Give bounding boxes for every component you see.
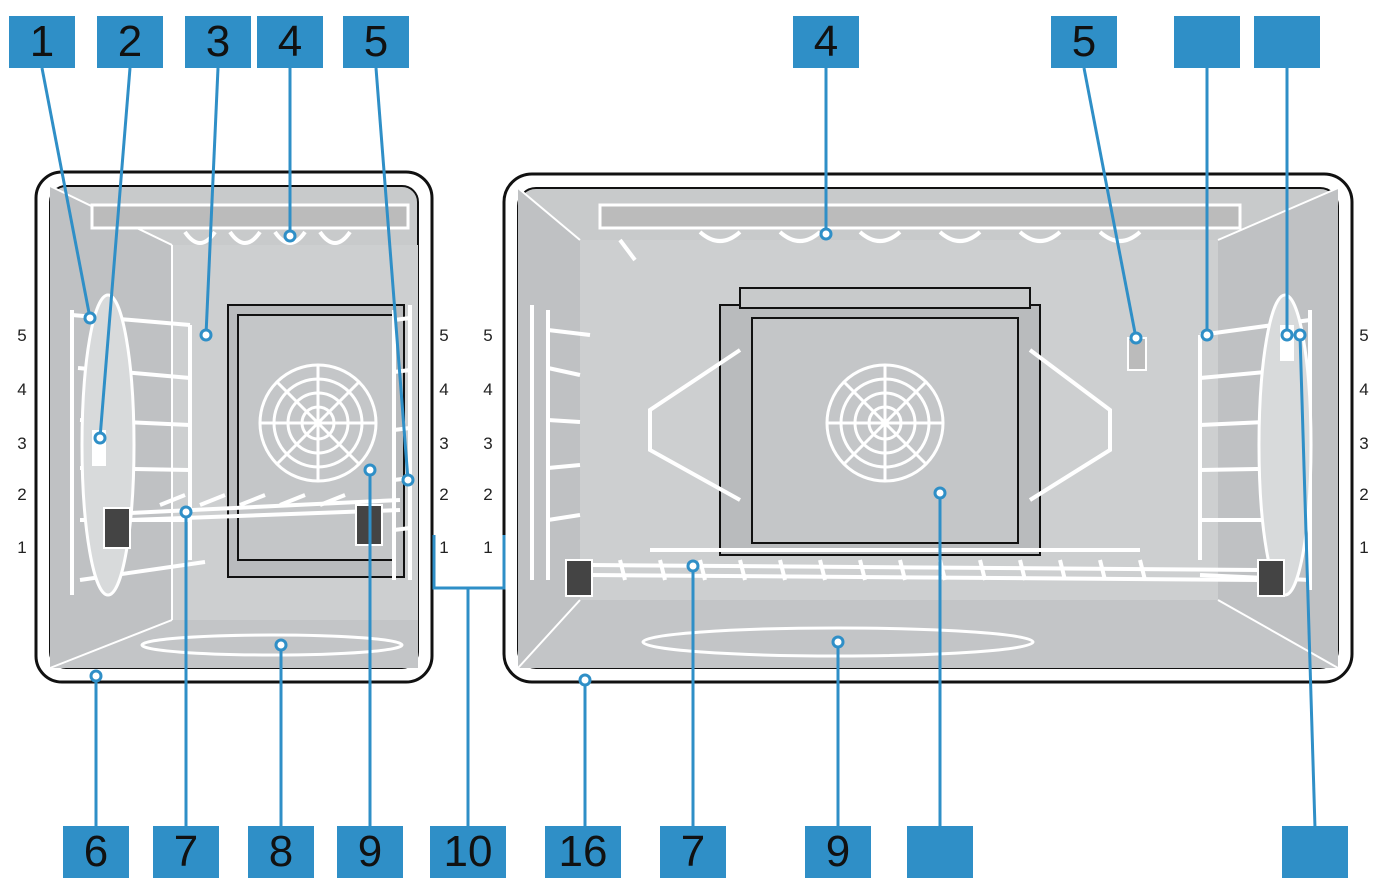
level-label-right-2: 2 xyxy=(1359,485,1369,504)
left-fan-grille xyxy=(258,363,378,483)
left-oven-cavity xyxy=(34,170,434,684)
callout-badge-bottom-10: 10 xyxy=(430,826,506,878)
level-label-mid-a-1: 1 xyxy=(439,538,449,557)
right-left-shelf-supports xyxy=(530,305,591,580)
callout-badge-top-2: 2 xyxy=(97,16,163,68)
level-label-mid-b-2: 2 xyxy=(483,485,493,504)
callout-badge-bottom-7: 7 xyxy=(153,826,219,878)
callout-badge-top-4: 4 xyxy=(257,16,323,68)
callout-badge-bottom-16: 16 xyxy=(545,826,621,878)
level-label-left-3: 3 xyxy=(17,434,27,453)
level-label-left-1: 1 xyxy=(17,538,27,557)
callout-badge-bottom-blank-1 xyxy=(907,826,973,878)
callout-badge-bottom-8: 8 xyxy=(248,826,314,878)
level-label-left-5: 5 xyxy=(17,326,27,345)
level-label-mid-a-4: 4 xyxy=(439,380,449,399)
level-label-mid-a-3: 3 xyxy=(439,434,449,453)
right-wire-shelf xyxy=(589,548,1261,582)
callout-badge-bottom-6: 6 xyxy=(63,826,129,878)
callout-badge-bottom-9: 9 xyxy=(337,826,403,878)
level-label-mid-a-5: 5 xyxy=(439,326,449,345)
callout-badge-top-1: 1 xyxy=(9,16,75,68)
left-bottom-heater xyxy=(140,633,404,657)
level-label-mid-b-5: 5 xyxy=(483,326,493,345)
callout-badge-bottom-9b: 9 xyxy=(805,826,871,878)
level-label-right-3: 3 xyxy=(1359,434,1369,453)
callout-badge-top-5: 5 xyxy=(343,16,409,68)
leader-lines xyxy=(40,67,1317,829)
callout-badge-bottom-blank-2 xyxy=(1282,826,1348,878)
right-fan-grille xyxy=(825,363,945,483)
left-top-heating-element xyxy=(90,203,410,230)
level-label-right-1: 1 xyxy=(1359,538,1369,557)
callout-badge-top-3: 3 xyxy=(185,16,251,68)
level-label-mid-b-1: 1 xyxy=(483,538,493,557)
level-label-mid-a-2: 2 xyxy=(439,485,449,504)
callout-badge-top-4b: 4 xyxy=(793,16,859,68)
level-label-left-2: 2 xyxy=(17,485,27,504)
level-label-right-5: 5 xyxy=(1359,326,1369,345)
callout-badge-top-5b: 5 xyxy=(1051,16,1117,68)
level-label-left-4: 4 xyxy=(17,380,27,399)
level-label-right-4: 4 xyxy=(1359,380,1369,399)
level-label-mid-b-4: 4 xyxy=(483,380,493,399)
right-top-heating-element xyxy=(598,203,1242,230)
level-label-mid-b-3: 3 xyxy=(483,434,493,453)
callout-badge-top-blank-1 xyxy=(1174,16,1240,68)
callout-badge-bottom-7b: 7 xyxy=(660,826,726,878)
right-oven-cavity xyxy=(502,172,1354,684)
callout-badge-top-blank-2 xyxy=(1254,16,1320,68)
leader-dots xyxy=(83,227,1307,687)
right-cavity-floor xyxy=(518,600,1338,668)
